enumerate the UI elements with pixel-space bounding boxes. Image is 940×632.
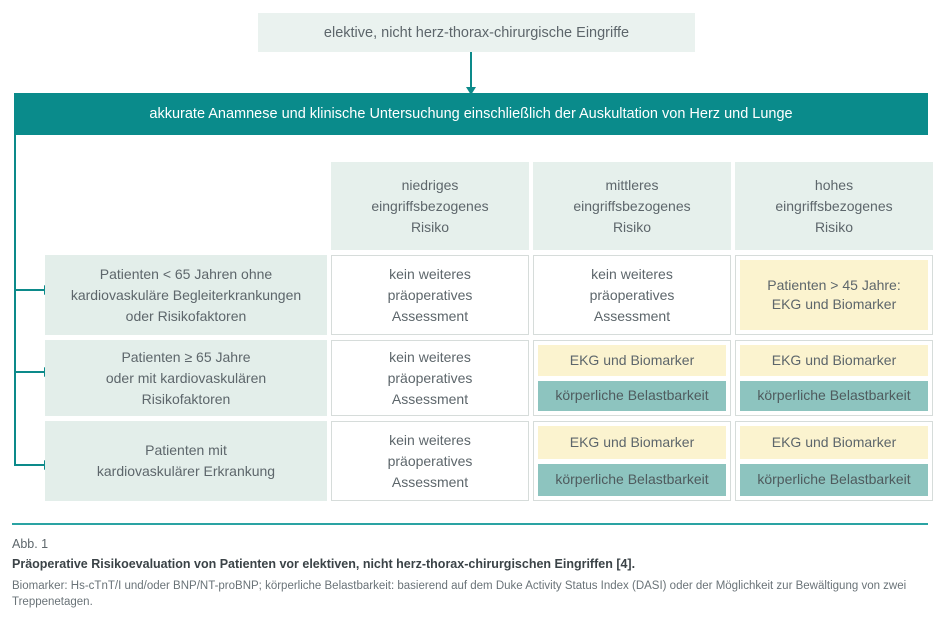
branch-arrow-icon-row3 — [14, 460, 52, 470]
row-label-3-line1: Patienten mit — [145, 442, 227, 458]
matrix-header-row: niedriges eingriffsbezogenes Risiko mitt… — [45, 162, 933, 250]
branch-arrow-icon-row2 — [14, 367, 52, 377]
chip-yellow-r3-medium: EKG und Biomarker — [538, 426, 726, 459]
chip-yellow-r2-medium: EKG und Biomarker — [538, 345, 726, 376]
entry-box-label: elektive, nicht herz-thorax-chirurgische… — [323, 24, 630, 41]
cell-r3-low-line2: präoperatives — [387, 452, 473, 469]
row-label-2: Patienten ≥ 65 Jahre oder mit kardiovask… — [45, 340, 327, 416]
chip-teal-r2-medium: körperliche Belastbarkeit — [538, 380, 726, 411]
cell-r2-medium: EKG und Biomarker körperliche Belastbark… — [533, 340, 731, 416]
column-header-high-line1: hohes — [814, 176, 854, 193]
column-header-low-line2: eingriffsbezogenes — [371, 197, 489, 214]
cell-r1-low: kein weiteres präoperatives Assessment — [331, 255, 529, 335]
cell-r3-low: kein weiteres präoperatives Assessment — [331, 421, 529, 501]
branch-arrow-icon-row1 — [14, 285, 52, 295]
connector-trunk — [14, 135, 16, 465]
chip-yellow-r3-high: EKG und Biomarker — [740, 426, 928, 459]
row-label-1-line2: kardiovaskuläre Begleiterkrankungen — [70, 286, 302, 303]
chip-yellow-r1-high: Patienten > 45 Jahre: EKG und Biomarker — [740, 260, 928, 330]
down-arrow-icon — [466, 52, 476, 95]
row-label-2-line2: oder mit kardiovaskulären — [105, 369, 267, 386]
cell-r1-low-line1: kein weiteres — [389, 265, 471, 282]
risk-matrix: niedriges eingriffsbezogenes Risiko mitt… — [45, 162, 933, 506]
cell-r1-low-line3: Assessment — [391, 307, 469, 324]
row-label-1-line3: oder Risikofaktoren — [125, 307, 247, 324]
caption-divider — [12, 523, 928, 525]
cell-r2-low-line3: Assessment — [391, 390, 469, 407]
column-header-medium-line3: Risiko — [612, 218, 652, 235]
cell-r1-low-line2: präoperatives — [387, 286, 473, 303]
cell-r3-low-line1: kein weiteres — [389, 431, 471, 448]
row-label-3: Patienten mit kardiovaskulärer Erkrankun… — [45, 421, 327, 501]
matrix-row: Patienten ≥ 65 Jahre oder mit kardiovask… — [45, 340, 933, 416]
row-label-1-line1: Patienten < 65 Jahren ohne — [99, 265, 273, 282]
cell-r1-medium-line2: präoperatives — [589, 286, 675, 303]
chip-yellow-r2-high: EKG und Biomarker — [740, 345, 928, 376]
cell-r3-medium: EKG und Biomarker körperliche Belastbark… — [533, 421, 731, 501]
column-header-medium-line2: eingriffsbezogenes — [573, 197, 691, 214]
chip-teal-r3-high: körperliche Belastbarkeit — [740, 463, 928, 496]
matrix-row: Patienten mit kardiovaskulärer Erkrankun… — [45, 421, 933, 501]
column-header-medium-line1: mittleres — [605, 176, 659, 193]
cell-r1-medium: kein weiteres präoperatives Assessment — [533, 255, 731, 335]
caption-figure-number: Abb. 1 — [12, 537, 49, 551]
cell-r2-high: EKG und Biomarker körperliche Belastbark… — [735, 340, 933, 416]
caption-title: Präoperative Risikoevaluation von Patien… — [12, 557, 636, 571]
cell-r3-high: EKG und Biomarker körperliche Belastbark… — [735, 421, 933, 501]
chip-teal-r3-medium: körperliche Belastbarkeit — [538, 463, 726, 496]
chip-yellow-r1-high-line2: EKG und Biomarker — [771, 296, 897, 312]
column-header-high-line2: eingriffsbezogenes — [775, 197, 893, 214]
row-label-1: Patienten < 65 Jahren ohne kardiovaskulä… — [45, 255, 327, 335]
banner-label: akkurate Anamnese und klinische Untersuc… — [149, 106, 793, 122]
column-header-low-line3: Risiko — [410, 218, 450, 235]
row-label-2-line3: Risikofaktoren — [141, 390, 231, 407]
caption: Abb. 1 Präoperative Risikoevaluation von… — [12, 536, 928, 610]
row-label-2-line1: Patienten ≥ 65 Jahre — [121, 348, 251, 365]
column-header-high: hohes eingriffsbezogenes Risiko — [735, 162, 933, 250]
chip-teal-r2-high: körperliche Belastbarkeit — [740, 380, 928, 411]
caption-note: Biomarker: Hs-cTnT/I und/oder BNP/NT-pro… — [12, 580, 907, 608]
column-header-medium: mittleres eingriffsbezogenes Risiko — [533, 162, 731, 250]
cell-r1-high: Patienten > 45 Jahre: EKG und Biomarker — [735, 255, 933, 335]
column-header-low-line1: niedriges — [401, 176, 459, 193]
cell-r2-low: kein weiteres präoperatives Assessment — [331, 340, 529, 416]
cell-r2-low-line1: kein weiteres — [389, 348, 471, 365]
column-header-high-line3: Risiko — [814, 218, 854, 235]
chip-yellow-r1-high-line1: Patienten > 45 Jahre: — [767, 277, 901, 293]
cell-r1-medium-line3: Assessment — [593, 307, 671, 324]
cell-r2-low-line2: präoperatives — [387, 369, 473, 386]
entry-box: elektive, nicht herz-thorax-chirurgische… — [258, 13, 695, 52]
matrix-row: Patienten < 65 Jahren ohne kardiovaskulä… — [45, 255, 933, 335]
cell-r3-low-line3: Assessment — [391, 473, 469, 490]
banner-assessment: akkurate Anamnese und klinische Untersuc… — [14, 93, 928, 135]
row-label-3-line2: kardiovaskulärer Erkrankung — [96, 463, 276, 479]
column-header-low: niedriges eingriffsbezogenes Risiko — [331, 162, 529, 250]
header-corner-spacer — [45, 162, 327, 250]
cell-r1-medium-line1: kein weiteres — [591, 265, 673, 282]
